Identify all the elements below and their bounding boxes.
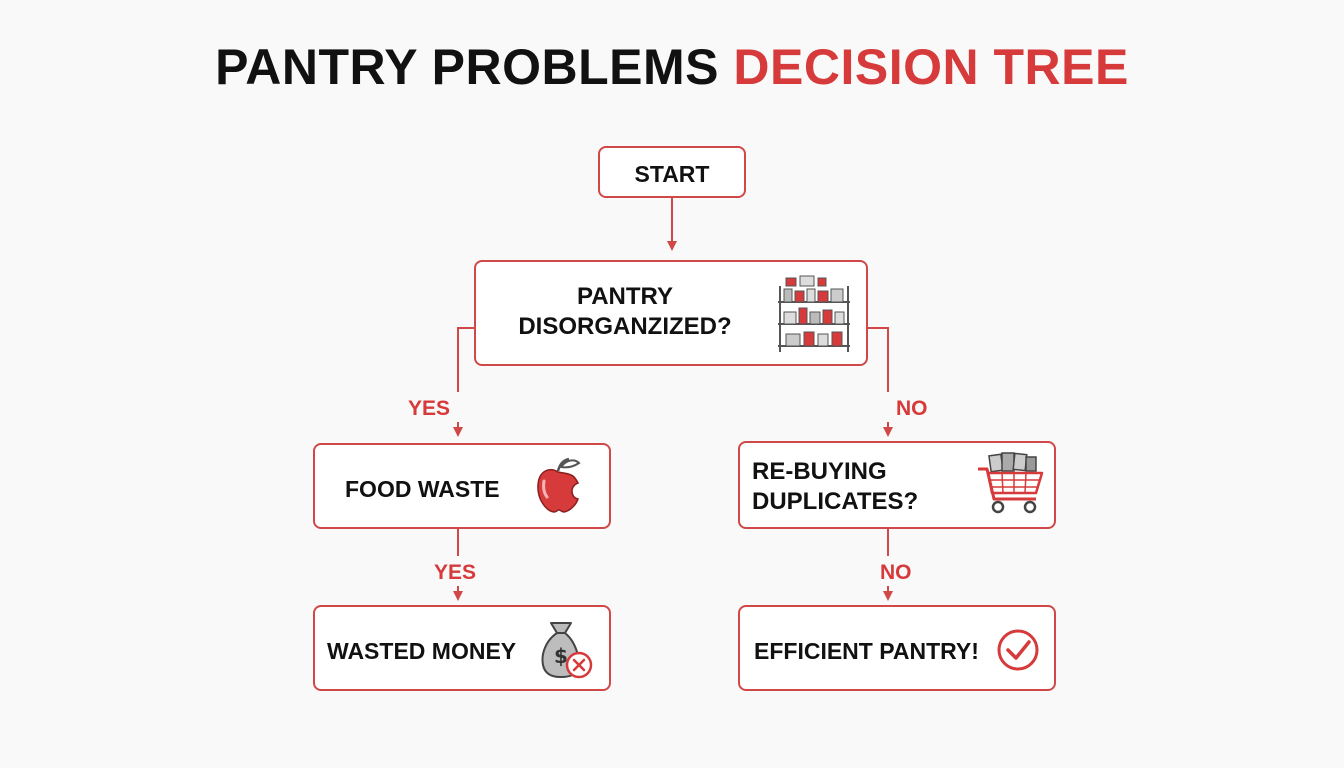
edge-disorganized-to-rebuying xyxy=(868,327,889,392)
node-pantry-disorganized-label: PANTRY DISORGANZIZED? xyxy=(476,282,774,342)
node-wasted-money: WASTED MONEY $ xyxy=(313,605,611,691)
node-efficient-pantry: EFFICIENT PANTRY! xyxy=(738,605,1056,691)
node-food-waste-label: FOOD WASTE xyxy=(345,476,500,502)
edge-label-yes-down: YES xyxy=(434,561,477,584)
node-food-waste: FOOD WASTE xyxy=(313,443,611,529)
node-wasted-money-label: WASTED MONEY xyxy=(327,638,517,664)
check-circle-icon xyxy=(997,629,1039,671)
node-rebuying-duplicates-label: RE-BUYING DUPLICATES? xyxy=(752,457,918,517)
node-rebuying-duplicates-line1: RE-BUYING xyxy=(752,458,887,485)
edge-label-no-right: NO xyxy=(896,397,928,420)
node-start: START xyxy=(598,146,746,198)
node-pantry-disorganized-line2: DISORGANZIZED? xyxy=(518,313,732,340)
node-pantry-disorganized-line1: PANTRY xyxy=(577,283,673,310)
edge-label-yes-left: YES xyxy=(408,397,451,420)
node-start-label: START xyxy=(634,161,710,187)
node-pantry-disorganized: PANTRY DISORGANZIZED? xyxy=(474,260,868,366)
diagram-title: PANTRY PROBLEMS DECISION TREE xyxy=(0,38,1344,96)
shopping-cart-icon xyxy=(978,452,1044,514)
money-bag-x-icon: $ xyxy=(541,622,593,679)
node-rebuying-duplicates: RE-BUYING DUPLICATES? xyxy=(738,441,1056,529)
edge-label-no-down: NO xyxy=(880,561,912,584)
title-main: PANTRY PROBLEMS xyxy=(215,39,719,95)
node-efficient-pantry-label: EFFICIENT PANTRY! xyxy=(754,638,979,664)
svg-text:$: $ xyxy=(554,644,568,668)
bitten-apple-icon xyxy=(537,457,581,513)
title-accent: DECISION TREE xyxy=(733,39,1129,95)
node-rebuying-duplicates-line2: DUPLICATES? xyxy=(752,488,919,515)
pantry-shelf-icon xyxy=(778,275,850,352)
edge-disorganized-to-food-waste xyxy=(457,327,474,392)
